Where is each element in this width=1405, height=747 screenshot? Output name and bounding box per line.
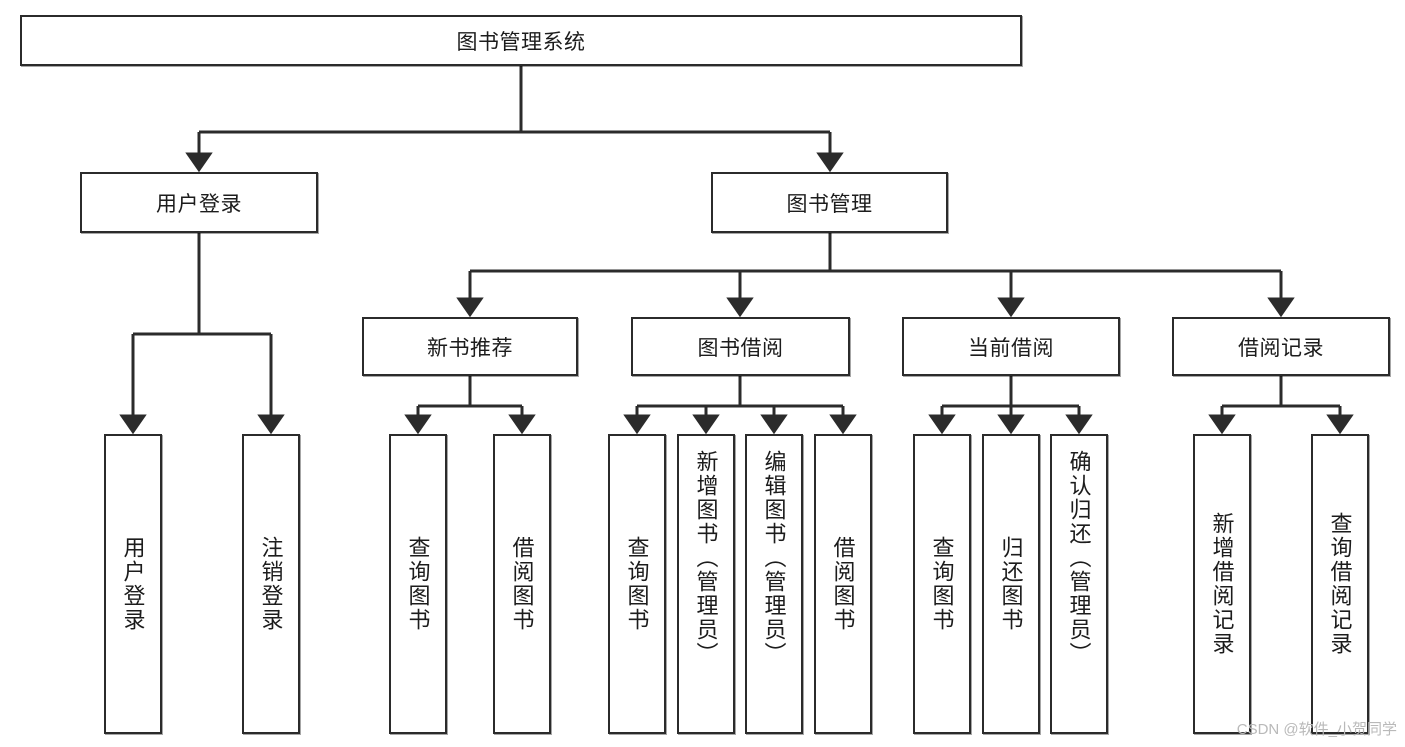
node-leaf-confirm-return[interactable]: 确认归还（管理员） (1050, 434, 1108, 734)
node-leaf-add-book-label: 新增图书（管理员） (693, 450, 719, 666)
node-book-borrow-label: 图书借阅 (697, 336, 784, 360)
node-book-manage[interactable]: 图书管理 (711, 172, 948, 233)
node-leaf-add-record[interactable]: 新增借阅记录 (1193, 434, 1251, 734)
watermark: CSDN @软件_小贺同学 (1236, 721, 1397, 738)
node-leaf-return-book[interactable]: 归还图书 (982, 434, 1040, 734)
node-current-borrow[interactable]: 当前借阅 (902, 317, 1120, 376)
node-leaf-return-book-label: 归还图书 (998, 536, 1024, 632)
node-leaf-confirm-return-label: 确认归还（管理员） (1066, 450, 1092, 666)
node-user-login[interactable]: 用户登录 (80, 172, 318, 233)
node-leaf-borrow-book-1[interactable]: 借阅图书 (493, 434, 551, 734)
node-leaf-query-book-1-label: 查询图书 (405, 536, 431, 632)
node-leaf-borrow-book-2[interactable]: 借阅图书 (814, 434, 872, 734)
node-leaf-query-book-2[interactable]: 查询图书 (608, 434, 666, 734)
node-leaf-borrow-book-2-label: 借阅图书 (830, 536, 856, 632)
node-borrow-record[interactable]: 借阅记录 (1172, 317, 1390, 376)
node-book-manage-label: 图书管理 (786, 192, 873, 216)
node-leaf-query-book-3-label: 查询图书 (929, 536, 955, 632)
node-leaf-edit-book-label: 编辑图书（管理员） (761, 450, 787, 666)
node-root[interactable]: 图书管理系统 (20, 15, 1022, 66)
node-book-borrow[interactable]: 图书借阅 (631, 317, 850, 376)
node-new-book-recommend-label: 新书推荐 (427, 336, 513, 360)
node-current-borrow-label: 当前借阅 (968, 336, 1054, 360)
node-leaf-add-book[interactable]: 新增图书（管理员） (677, 434, 735, 734)
node-leaf-add-record-label: 新增借阅记录 (1209, 512, 1235, 656)
node-user-login-label: 用户登录 (156, 192, 242, 216)
node-leaf-query-book-1[interactable]: 查询图书 (389, 434, 447, 734)
node-borrow-record-label: 借阅记录 (1238, 336, 1324, 360)
node-leaf-user-login-label: 用户登录 (120, 536, 146, 632)
node-leaf-logout-label: 注销登录 (258, 536, 284, 632)
node-leaf-user-login[interactable]: 用户登录 (104, 434, 162, 734)
node-leaf-query-record-label: 查询借阅记录 (1327, 512, 1353, 656)
node-leaf-borrow-book-1-label: 借阅图书 (509, 536, 535, 632)
node-leaf-logout[interactable]: 注销登录 (242, 434, 300, 734)
node-leaf-edit-book[interactable]: 编辑图书（管理员） (745, 434, 803, 734)
node-new-book-recommend[interactable]: 新书推荐 (362, 317, 578, 376)
node-root-label: 图书管理系统 (456, 30, 586, 54)
node-leaf-query-book-3[interactable]: 查询图书 (913, 434, 971, 734)
node-leaf-query-book-2-label: 查询图书 (624, 536, 650, 632)
node-leaf-query-record[interactable]: 查询借阅记录 (1311, 434, 1369, 734)
